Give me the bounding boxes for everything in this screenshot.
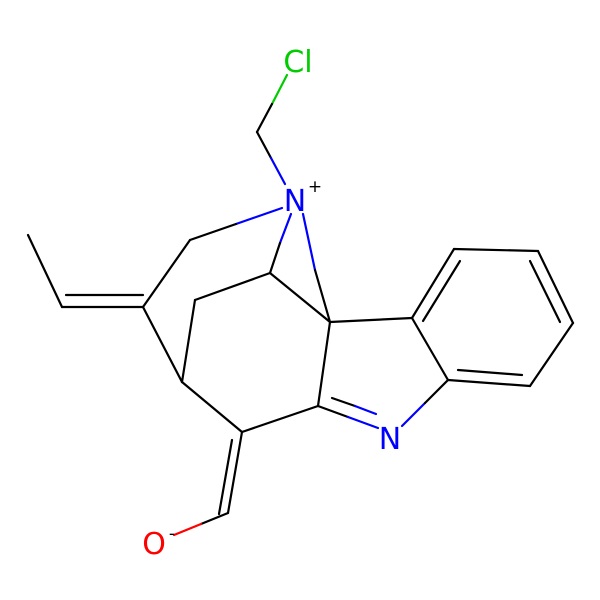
atom-charge-o-anion: -	[169, 524, 175, 544]
bond-n-ch2left-n-half	[234, 206, 284, 226]
bond-ethylidene-methyl	[26, 233, 64, 309]
bond-ring-6	[410, 247, 456, 320]
bond-imine-double-2-c	[330, 396, 357, 408]
bond-n-car-c-half	[423, 378, 450, 405]
bond-ring-6-inner	[421, 259, 462, 323]
bond-enolate-double-2	[217, 438, 234, 516]
bond-n-cq-c-half	[313, 268, 332, 324]
bond-cl-ch2-c-half	[255, 102, 274, 134]
bond-ch-o-o-half	[172, 522, 203, 537]
bond-ch-o-c-half	[199, 511, 230, 526]
bond-ring-4	[536, 249, 575, 325]
bond-chlow-cenolate	[180, 380, 244, 434]
bond-ring-2	[446, 378, 532, 388]
bond-ch2mid-chlow	[180, 298, 197, 384]
atom-label-cl: Cl	[283, 45, 312, 80]
bond-n-ch-bridge-n-half	[278, 212, 293, 245]
bond-cq-car	[328, 316, 414, 324]
bond-cenolate-cimine	[240, 404, 320, 434]
bond-imine-double-2-n	[353, 404, 378, 416]
atom-label-o-anion: O	[142, 527, 166, 562]
bond-imine-double-1-n	[346, 415, 380, 430]
atom-label-n-imine: N	[379, 422, 401, 457]
bond-ring-1	[410, 316, 450, 382]
atom-charge-n-cation: +	[308, 177, 322, 197]
atom-labels-group: Cl N + N O -	[142, 45, 401, 562]
bond-ch2-n-c-half	[255, 130, 273, 160]
bond-ch2-n-n-half	[269, 156, 287, 186]
bond-ch2-calkene	[141, 238, 192, 309]
bond-chbridge-cq	[268, 271, 332, 324]
bond-n-ch2left-c-half	[188, 222, 238, 242]
bond-enolate-double-1	[226, 430, 244, 515]
bond-chbridge-ch2mid	[193, 271, 272, 302]
bond-ring-2-inner	[456, 368, 524, 377]
bond-cq-cimine	[316, 320, 332, 408]
bond-cl-ch2-cl-half	[270, 73, 289, 106]
atom-label-n-cation: N	[284, 184, 306, 219]
bond-n-car-n-half	[400, 401, 427, 428]
bonds-group	[26, 73, 575, 537]
bond-ring-3	[528, 321, 575, 388]
bond-n-cq-n-half	[301, 212, 317, 272]
bond-imine-double-1-c	[316, 404, 350, 419]
bond-n-ch-bridge-c-half	[268, 241, 282, 275]
bond-calkene-chlow	[141, 305, 184, 384]
bond-ring-5	[452, 247, 540, 253]
bond-ring-4-inner	[528, 259, 562, 324]
